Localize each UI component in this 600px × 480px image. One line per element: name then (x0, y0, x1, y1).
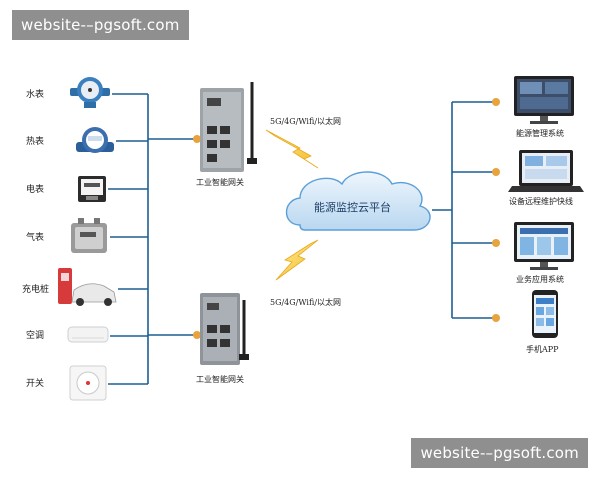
heat-meter-icon (76, 127, 114, 153)
gas-meter-icon (71, 218, 107, 253)
system-label-business: 业务应用系统 (516, 274, 564, 284)
device-label-gas-meter: 气表 (26, 231, 44, 243)
gateway-port-dot (193, 331, 201, 339)
system-label-remote-maintenance: 设备远程维护快线 (509, 196, 573, 206)
smartphone-icon (532, 290, 558, 338)
watermark-top: website-–pgsoft.com (12, 10, 189, 40)
system-port-dot (492, 98, 500, 106)
gateway-label-1: 工业智能网关 (196, 177, 244, 187)
system-port-dot (492, 168, 500, 176)
cloud-label: 能源监控云平台 (314, 200, 391, 214)
charging-pile-icon (58, 268, 117, 306)
monitor-icon (514, 222, 574, 270)
system-label-energy: 能源管理系统 (516, 128, 564, 138)
link-label-2: 5G/4G/Wifi/以太网 (270, 297, 341, 307)
monitor-icon (514, 76, 574, 124)
wireless-link-bolt-1 (265, 129, 319, 169)
water-meter-icon (70, 77, 110, 108)
system-port-dot (492, 314, 500, 322)
wireless-link-bolt-2 (275, 239, 319, 281)
laptop-icon (508, 150, 584, 192)
device-connection-lines (108, 93, 197, 385)
device-label-charging-pile: 充电桩 (22, 283, 49, 295)
system-label-mobile-app: 手机APP (526, 344, 559, 354)
link-label-1: 5G/4G/Wifi/以太网 (270, 116, 341, 126)
air-conditioner-icon (67, 326, 109, 343)
gateway-port-dot (193, 135, 201, 143)
device-label-air-conditioner: 空调 (26, 329, 44, 341)
cloud-platform: 能源监控云平台 (285, 171, 431, 231)
device-label-switch: 开关 (26, 377, 44, 389)
switch-icon (69, 365, 107, 401)
watermark-bottom: website-–pgsoft.com (411, 438, 588, 468)
system-port-dot (492, 239, 500, 247)
gateway-device-1 (200, 82, 257, 172)
device-label-water-meter: 水表 (26, 88, 44, 100)
device-labels: 水表 热表 电表 气表 充电桩 空调 开关 (22, 88, 49, 389)
electric-meter-icon (78, 176, 106, 202)
device-label-electric-meter: 电表 (26, 183, 44, 195)
system-connection-lines (432, 101, 496, 319)
gateway-device-2 (200, 293, 249, 365)
device-label-heat-meter: 热表 (26, 135, 44, 147)
gateway-label-2: 工业智能网关 (196, 374, 244, 384)
